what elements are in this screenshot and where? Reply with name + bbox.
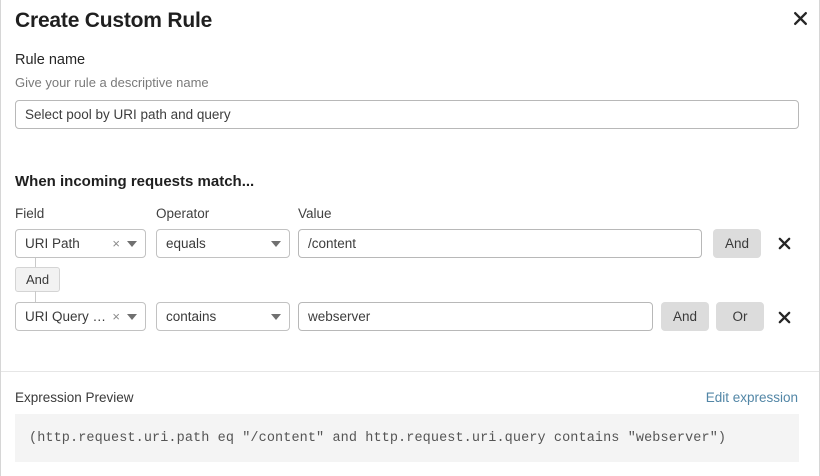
value-input-row-1[interactable]	[298, 229, 702, 258]
operator-select-row-2[interactable]: contains	[156, 302, 290, 331]
column-header-field: Field	[15, 206, 45, 221]
conditions-section-title: When incoming requests match...	[15, 173, 255, 190]
field-select-row-1[interactable]: URI Path ×	[15, 229, 146, 258]
chevron-down-icon-operator-row-2	[271, 313, 281, 320]
edit-expression-link[interactable]: Edit expression	[705, 390, 798, 405]
column-header-value: Value	[298, 206, 332, 221]
rule-name-input[interactable]	[15, 100, 799, 129]
close-icon[interactable]	[788, 6, 812, 30]
column-header-operator: Operator	[156, 206, 210, 221]
rule-name-label: Rule name	[15, 52, 86, 68]
connector-and-badge[interactable]: And	[15, 267, 61, 292]
operator-select-value-row-2: contains	[166, 309, 217, 324]
expression-code-block: (http.request.uri.path eq "/content" and…	[15, 414, 799, 462]
chevron-down-icon-operator-row-1	[271, 240, 281, 247]
logic-or-button-row-2[interactable]: Or	[716, 302, 764, 331]
logic-and-button-row-1[interactable]: And	[713, 229, 762, 258]
field-select-row-2[interactable]: URI Query St... ×	[15, 302, 146, 331]
connector-line-top	[35, 258, 36, 268]
rule-name-help-text: Give your rule a descriptive name	[15, 75, 209, 90]
clear-icon-row-2[interactable]: ×	[112, 309, 120, 324]
delete-condition-icon-row-1[interactable]	[773, 232, 795, 254]
expression-preview-label: Expression Preview	[15, 390, 134, 405]
connector-line-bottom	[35, 291, 36, 302]
field-select-value-row-2: URI Query St...	[25, 309, 111, 324]
section-divider	[1, 371, 819, 372]
clear-icon-row-1[interactable]: ×	[112, 236, 120, 251]
value-input-row-2[interactable]	[298, 302, 653, 331]
chevron-down-icon-field-row-1	[127, 240, 137, 247]
page-title: Create Custom Rule	[15, 9, 213, 32]
field-select-value-row-1: URI Path	[25, 236, 80, 251]
operator-select-value-row-1: equals	[166, 236, 206, 251]
logic-and-button-row-2[interactable]: And	[661, 302, 710, 331]
chevron-down-icon-field-row-2	[127, 313, 137, 320]
delete-condition-icon-row-2[interactable]	[773, 306, 795, 328]
operator-select-row-1[interactable]: equals	[156, 229, 290, 258]
